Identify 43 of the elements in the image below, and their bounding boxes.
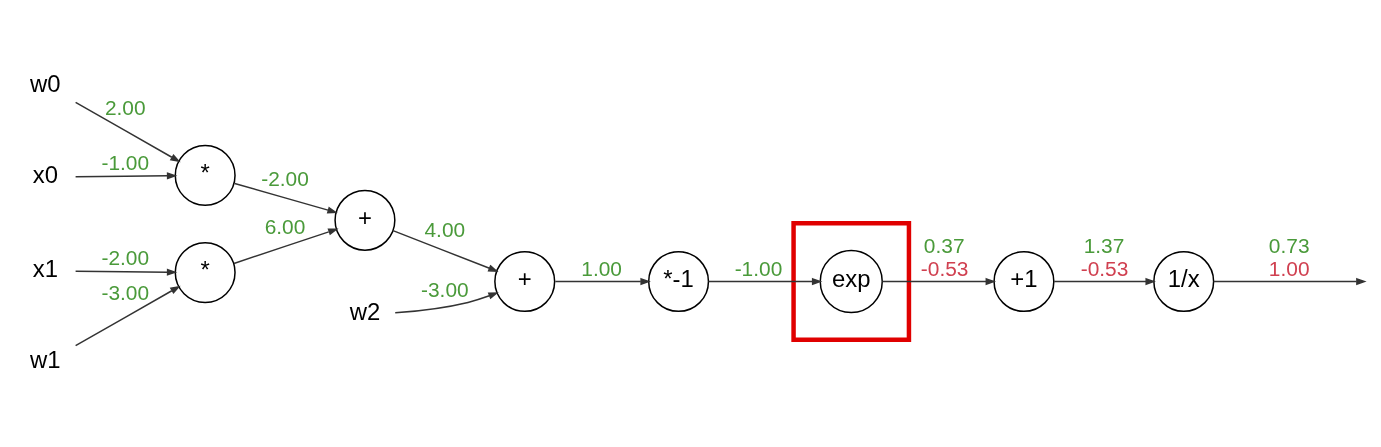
arrow [74,268,178,276]
edge-label: -2.00 [101,245,150,269]
edge-label: -2.00 [261,166,309,190]
arrow [1053,277,1156,285]
edge-label: 1.37 [1083,233,1125,257]
edge-label: 1.00 [581,256,622,280]
arrow [233,227,339,264]
arrow [1212,277,1367,285]
arrow [881,277,997,285]
node-circle: 1/x [1153,250,1215,312]
node-circle: +1 [993,250,1055,312]
node-text: x1 [32,254,58,282]
node-text: w0 [30,69,61,97]
node-text: w2 [349,297,381,325]
edge-label: -1.00 [101,150,150,174]
edge-label: -3.00 [421,277,469,301]
arrow [394,291,499,314]
label: 1.00 [1268,256,1310,280]
node-text: x0 [32,160,58,188]
arrow [74,101,181,162]
edge-label: 4.00 [424,217,466,241]
node-circle: * [174,144,236,206]
node-text: w1 [30,345,61,373]
edge-label: -3.00 [101,280,150,304]
edge-label: -1.00 [734,256,783,280]
arrow [707,277,823,285]
edge-label: 6.00 [264,214,306,238]
edge-label: 2.00 [104,95,146,119]
node-circle: exp [819,249,883,313]
arrow [74,285,181,346]
node-circle: *-1 [647,250,710,312]
arrow [392,229,499,272]
label: -0.53 [1080,256,1129,280]
label: -0.53 [920,256,969,280]
arrow [233,182,338,214]
node-circle: + [494,250,556,312]
edge-label: 0.37 [923,233,965,257]
node-circle: * [174,241,236,303]
cluster [791,220,912,342]
node-circle: + [334,189,396,251]
arrow [74,171,178,179]
edge-label: 0.73 [1268,233,1310,257]
arrow [554,277,651,285]
